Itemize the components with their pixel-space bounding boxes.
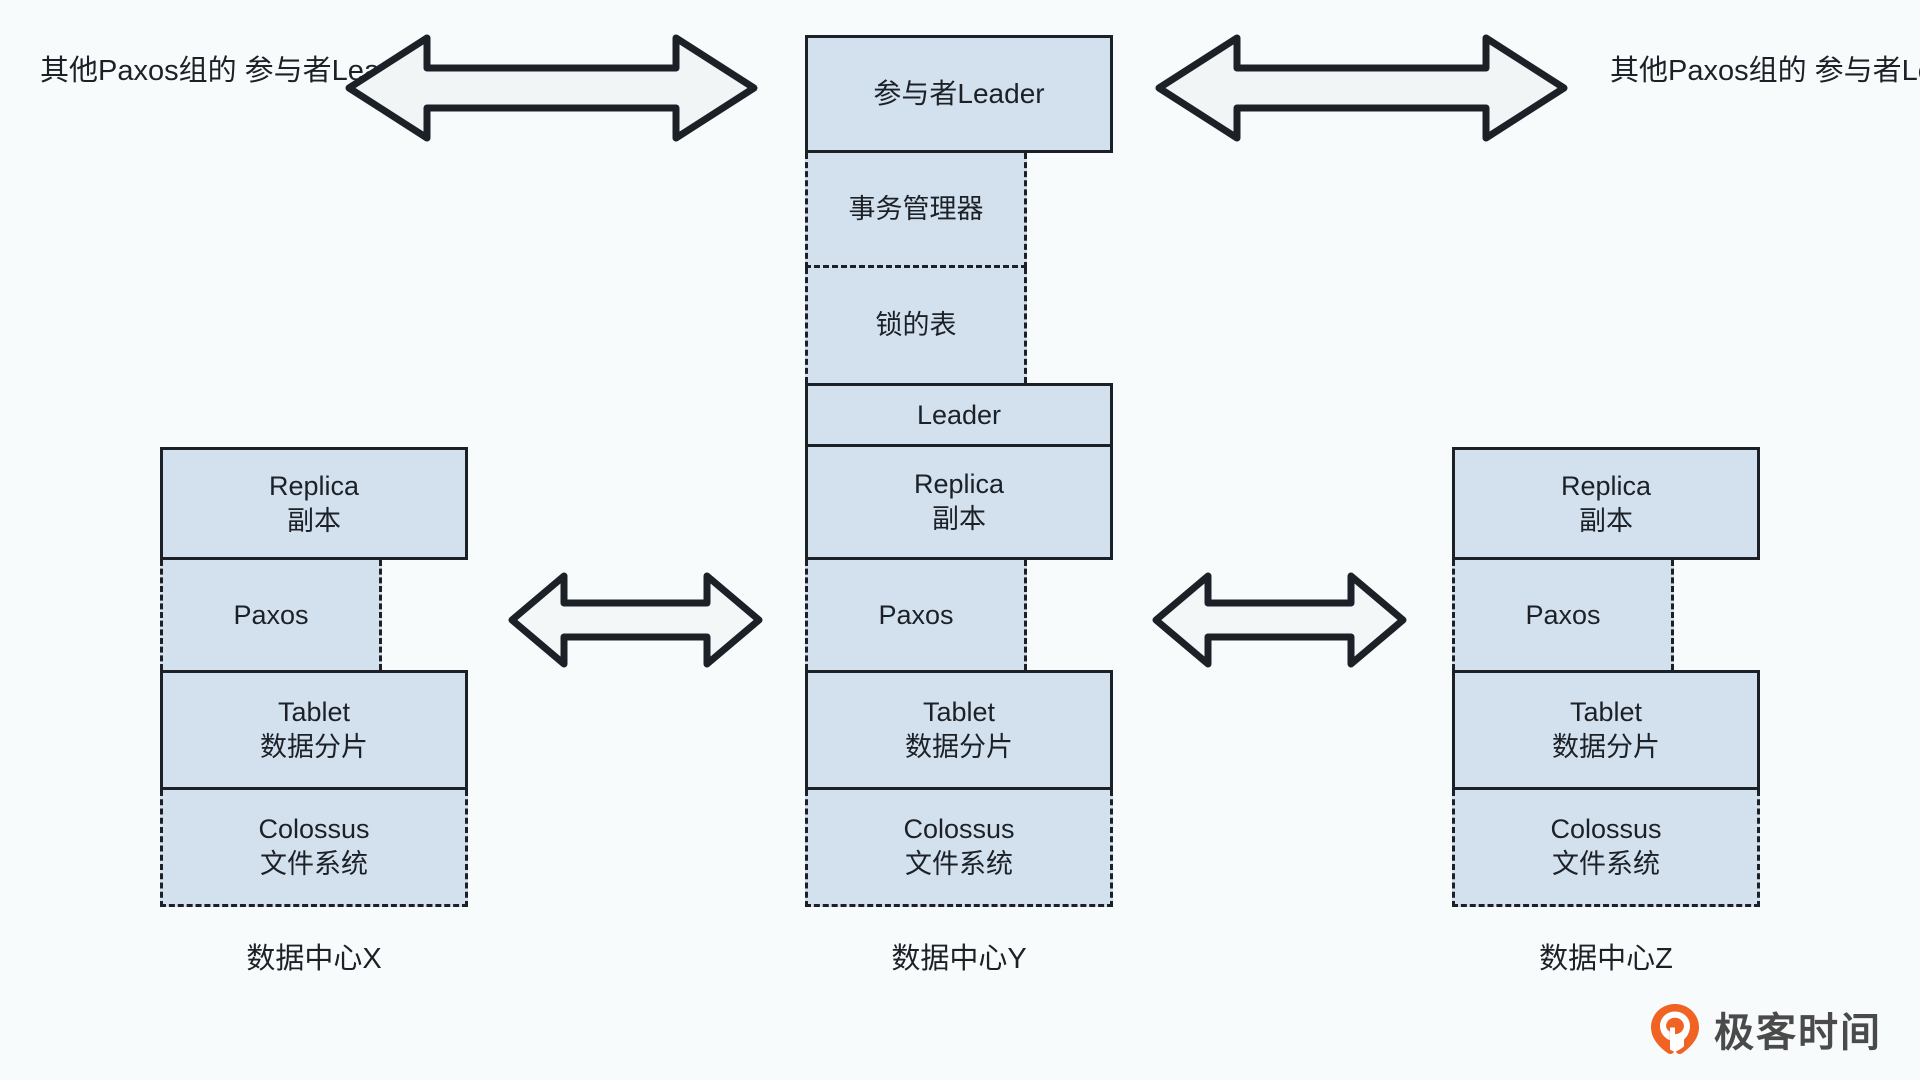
center-tablet-box[interactable]: Tablet 数据分片 <box>805 670 1113 790</box>
left-paxos-box[interactable]: Paxos <box>160 560 382 670</box>
center-paxos-box[interactable]: Paxos <box>805 560 1027 670</box>
left-note-line1: 其他Paxos组的 <box>40 55 237 87</box>
geektime-logo-icon <box>1648 1002 1702 1056</box>
left-replica-label-en: Replica <box>268 470 360 501</box>
left-paxos-group-note: 其他Paxos组的 参与者Leader <box>40 50 422 92</box>
center-datacenter-label: 数据中心Y <box>891 943 1027 975</box>
left-colossus-label-cn: 文件系统 <box>260 849 368 879</box>
geektime-logo-text: 极客时间 <box>1714 1011 1882 1055</box>
right-tablet-label-en: Tablet <box>1569 697 1643 728</box>
right-tablet-box[interactable]: Tablet 数据分片 <box>1452 670 1760 790</box>
right-note-line1: 其他Paxos组的 <box>1610 55 1807 87</box>
center-lock-table-label: 锁的表 <box>875 310 957 341</box>
left-replica-label-cn: 副本 <box>287 505 341 536</box>
left-tablet-label-cn: 数据分片 <box>260 732 368 762</box>
center-colossus-label-en: Colossus <box>903 814 1015 845</box>
center-participant-leader-box[interactable]: 参与者Leader <box>805 35 1113 153</box>
arrow-top-left <box>345 32 758 144</box>
right-paxos-label: Paxos <box>1525 599 1601 630</box>
left-paxos-label: Paxos <box>233 599 309 630</box>
arrow-top-right <box>1155 32 1568 144</box>
right-note-line2: 参与者Leader <box>1814 55 1920 87</box>
right-colossus-label-cn: 文件系统 <box>1552 849 1660 879</box>
center-leader-box[interactable]: Leader <box>805 383 1113 447</box>
left-tablet-label-en: Tablet <box>277 697 351 728</box>
center-transaction-manager-label: 事务管理器 <box>848 193 984 224</box>
center-replica-label-en: Replica <box>913 469 1005 500</box>
center-tablet-label-cn: 数据分片 <box>905 732 1013 762</box>
right-colossus-label-en: Colossus <box>1550 814 1662 845</box>
center-colossus-box[interactable]: Colossus 文件系统 <box>805 790 1113 907</box>
right-paxos-box[interactable]: Paxos <box>1452 560 1674 670</box>
arrow-middle-right <box>1152 570 1407 670</box>
center-replica-box[interactable]: Replica 副本 <box>805 447 1113 560</box>
right-datacenter-label: 数据中心Z <box>1539 943 1673 975</box>
left-datacenter-label: 数据中心X <box>246 943 382 975</box>
center-leader-label: Leader <box>916 399 1002 430</box>
right-colossus-box[interactable]: Colossus 文件系统 <box>1452 790 1760 907</box>
center-lock-table-box[interactable]: 锁的表 <box>805 268 1027 383</box>
right-replica-label-cn: 副本 <box>1579 505 1633 536</box>
center-paxos-label: Paxos <box>878 599 954 630</box>
center-replica-label-cn: 副本 <box>932 504 986 534</box>
left-colossus-box[interactable]: Colossus 文件系统 <box>160 790 468 907</box>
center-participant-leader-label: 参与者Leader <box>873 78 1045 110</box>
arrow-middle-left <box>508 570 763 670</box>
right-paxos-group-note: 其他Paxos组的 参与者Leader <box>1610 50 1920 92</box>
left-tablet-box[interactable]: Tablet 数据分片 <box>160 670 468 790</box>
right-replica-label-en: Replica <box>1560 470 1652 501</box>
center-colossus-label-cn: 文件系统 <box>905 849 1013 879</box>
center-tablet-label-en: Tablet <box>922 697 996 728</box>
left-replica-box[interactable]: Replica 副本 <box>160 447 468 560</box>
right-tablet-label-cn: 数据分片 <box>1552 732 1660 762</box>
geektime-logo: 极客时间 <box>1648 1000 1882 1058</box>
right-replica-box[interactable]: Replica 副本 <box>1452 447 1760 560</box>
left-colossus-label-en: Colossus <box>258 814 370 845</box>
center-transaction-manager-box[interactable]: 事务管理器 <box>805 153 1027 268</box>
